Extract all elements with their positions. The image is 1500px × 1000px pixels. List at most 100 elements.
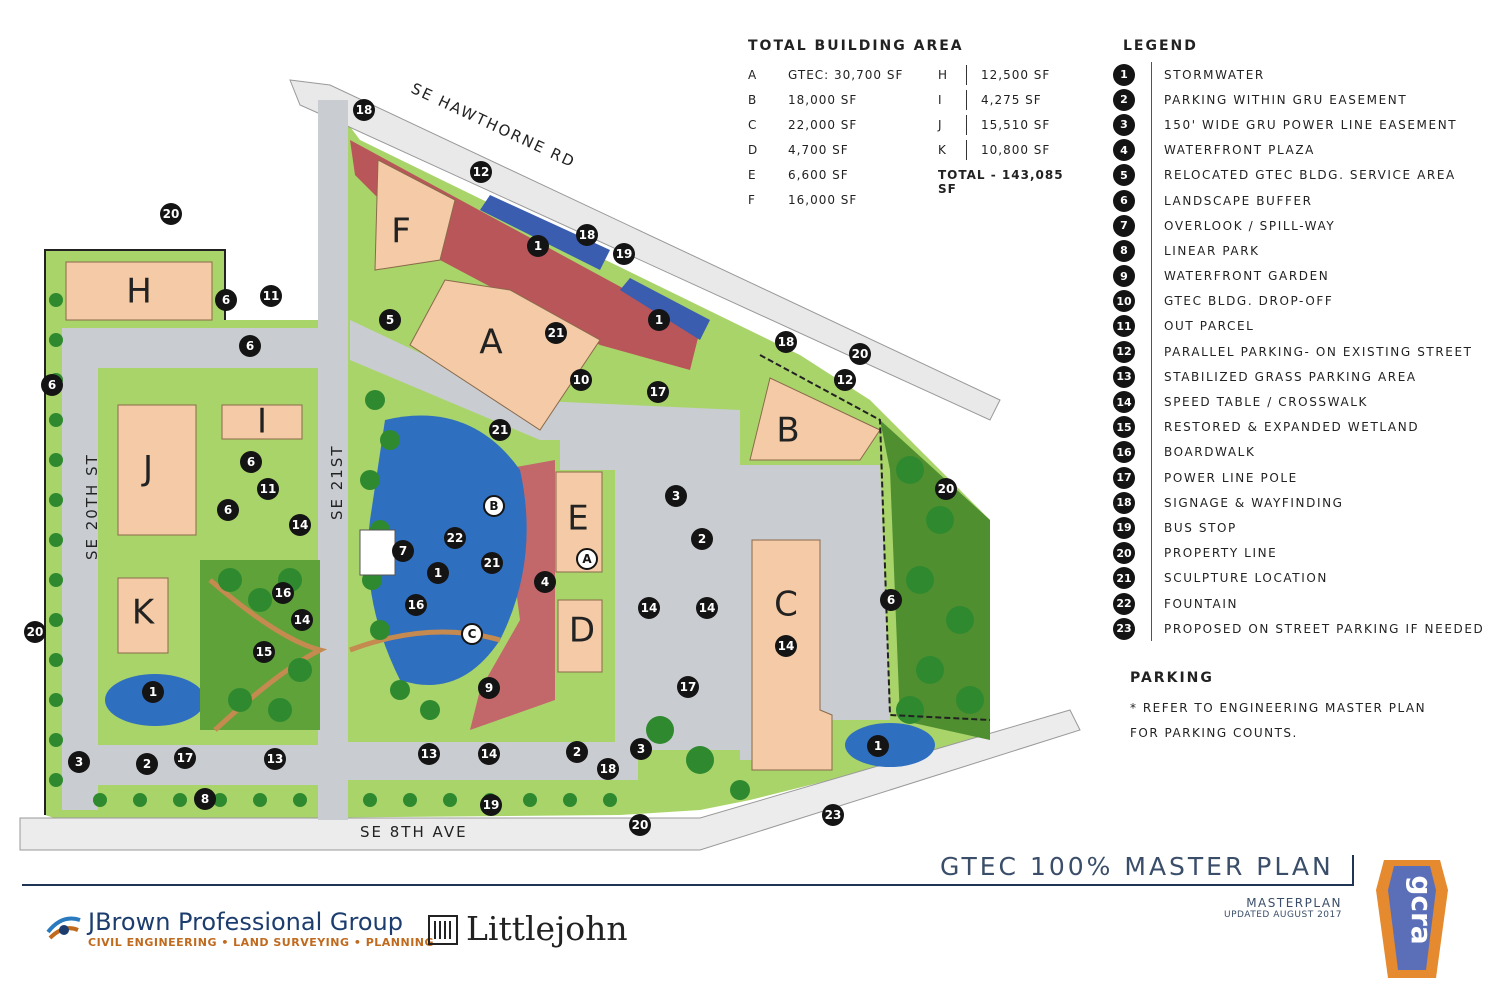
marker-8: 8 [194,788,216,810]
legend-text: LINEAR PARK [1164,243,1260,258]
svg-text:21: 21 [484,556,501,570]
marker-6: 6 [239,335,261,357]
east-pond [845,723,935,767]
plan-date: UPDATED AUGUST 2017 [1223,910,1342,920]
legend-number: 10 [1113,290,1135,313]
building-label-b: B [776,411,799,451]
boardwalk-west [208,578,328,732]
marker-2: 2 [136,753,158,775]
svg-text:14: 14 [292,518,309,532]
legend-text: SCULPTURE LOCATION [1164,571,1328,586]
svg-text:A: A [582,552,592,566]
svg-text:14: 14 [481,747,498,761]
svg-text:18: 18 [778,335,795,349]
legend-number: 6 [1113,189,1135,212]
marker-9: 9 [478,677,500,699]
marker-2: 2 [691,528,713,550]
marker-14: 14 [775,635,797,657]
marker-16: 16 [272,582,294,604]
marker-7: 7 [392,540,414,562]
marker-1: 1 [648,309,670,331]
marker-11: 11 [257,478,279,500]
svg-text:13: 13 [267,752,284,766]
marker-21: 21 [545,322,567,344]
svg-text:3: 3 [75,755,83,769]
legend-number: 19 [1113,516,1135,539]
legend-number: 21 [1113,567,1135,590]
marker-20: 20 [24,621,46,643]
marker-5: 5 [379,309,401,331]
jbrown-firm-tagline: CIVIL ENGINEERING • LAND SURVEYING • PLA… [88,936,435,949]
svg-text:1: 1 [874,739,882,753]
marker-23: 23 [822,804,844,826]
legend-number: 7 [1113,214,1135,237]
stormwater-channel-east [620,278,710,340]
marker-1: 1 [427,562,449,584]
svg-text:18: 18 [579,228,596,242]
legend-number: 5 [1113,164,1135,187]
svg-text:20: 20 [27,625,44,639]
legend-number: 18 [1113,491,1135,514]
svg-text:6: 6 [246,339,254,353]
building-label-d: D [569,611,595,651]
svg-text:13: 13 [421,747,438,761]
building-label-a: A [479,323,502,363]
legend-text: OUT PARCEL [1164,319,1255,334]
marker-6: 6 [880,589,902,611]
legend-text: RESTORED & EXPANDED WETLAND [1164,420,1420,435]
svg-text:6: 6 [247,455,255,469]
parking-lot-center [560,415,740,750]
marker-1: 1 [867,735,889,757]
svg-text:16: 16 [275,586,292,600]
legend-text: POWER LINE POLE [1164,470,1298,485]
legend-item: 6 LANDSCAPE BUFFER [1113,188,1493,213]
marker-letter-c: C [461,623,483,645]
svg-text:14: 14 [294,613,311,627]
marker-10: 10 [570,369,592,391]
marker-20: 20 [849,343,871,365]
legend-number: 8 [1113,239,1135,262]
marker-17: 17 [174,747,196,769]
label-8th-ave: SE 8TH AVE [360,823,468,841]
legend-item: 8 LINEAR PARK [1113,238,1493,263]
east-woodland [880,420,990,740]
property-line [44,249,226,815]
building-label-j: J [141,449,153,489]
parking-title: PARKING [1130,670,1214,686]
building-label-k: K [132,593,156,633]
svg-text:21: 21 [548,326,565,340]
marker-17: 17 [647,381,669,403]
legend-number: 23 [1113,617,1135,640]
marker-6: 6 [215,289,237,311]
parking-panel: PARKING * REFER TO ENGINEERING MASTER PL… [1130,670,1480,746]
svg-text:17: 17 [177,751,194,765]
building-label-e: E [567,499,588,539]
legend-text: LANDSCAPE BUFFER [1164,193,1313,208]
legend-text: PARALLEL PARKING- ON EXISTING STREET [1164,344,1473,359]
svg-text:20: 20 [632,818,649,832]
building-label-h: H [126,272,152,312]
legend-number: 1 [1113,63,1135,86]
legend-number: 2 [1113,88,1135,111]
marker-18: 18 [597,758,619,780]
building-label-i: I [257,402,267,442]
hawthorne-road [289,79,1001,421]
svg-text:10: 10 [573,373,590,387]
marker-letter-b: B [483,495,505,517]
svg-text:18: 18 [356,103,373,117]
svg-text:B: B [489,499,498,513]
marker-14: 14 [478,743,500,765]
building-d [557,599,603,673]
